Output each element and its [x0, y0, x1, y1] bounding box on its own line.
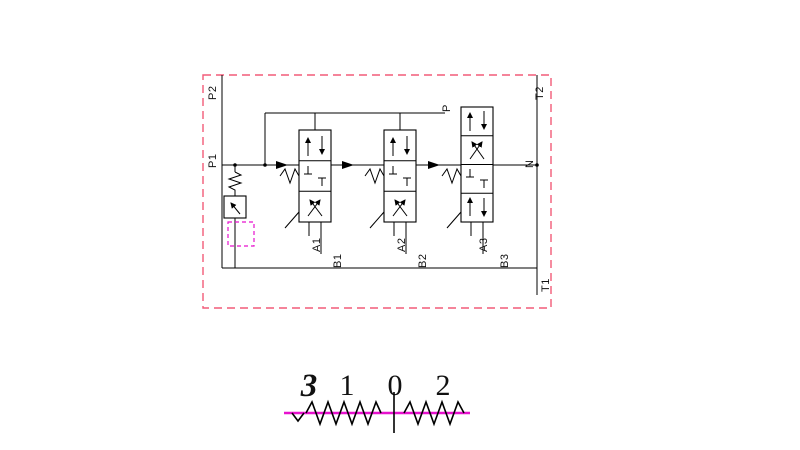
work-port-label-b2: B2 [417, 254, 429, 268]
port-label-n: N [524, 160, 536, 168]
work-port-label-a1: A1 [311, 238, 323, 252]
work-port-label-a2: A2 [396, 238, 408, 252]
circuit-lines [221, 75, 539, 295]
port-label-t2: T2 [534, 86, 546, 100]
system-boundary-dashed [202, 74, 552, 309]
legend-position-1: 1 [340, 369, 355, 402]
legend-position-2: 2 [436, 369, 451, 402]
legend-spring-left [305, 399, 382, 427]
work-port-label-b1: B1 [332, 254, 344, 268]
port-label-p: P [441, 104, 453, 112]
legend-check-mark [291, 412, 305, 423]
work-port-label-b3: B3 [499, 254, 511, 268]
spool-position-legend: 3 1 0 2 [284, 368, 470, 433]
port-label-p2: P2 [207, 86, 219, 100]
port-label-p1: P1 [207, 154, 219, 168]
legend-spring-right [403, 399, 465, 427]
legend-position-3: 3 [300, 368, 318, 404]
relief-valve [223, 165, 255, 268]
port-labels: P2 P1 T2 N P T1 [207, 86, 552, 292]
valve-section-3 [441, 106, 494, 254]
work-port-label-a3: A3 [478, 238, 490, 252]
valve-section-2 [364, 129, 417, 254]
work-port-labels: A1 B1 A2 B2 A3 B3 [311, 238, 511, 268]
relief-pilot-dashed-box [227, 221, 255, 247]
valve-section-1 [279, 129, 332, 254]
legend-position-0: 0 [388, 369, 403, 402]
port-label-t1: T1 [540, 278, 552, 292]
